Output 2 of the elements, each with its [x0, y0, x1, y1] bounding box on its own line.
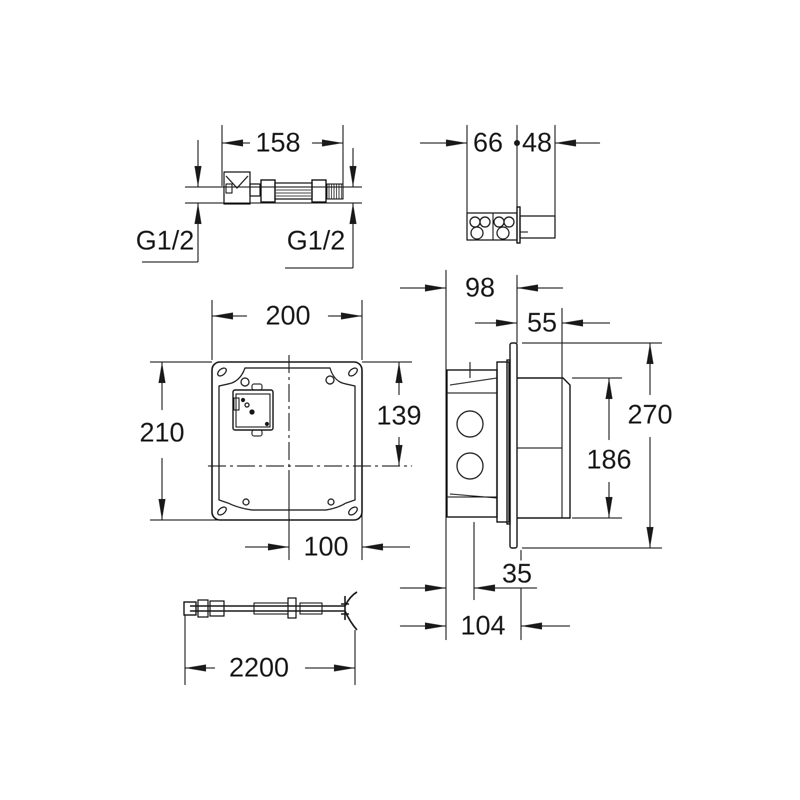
- thread-size-label: G1/2: [134, 228, 196, 254]
- thread-size-label: G1/2: [286, 228, 346, 254]
